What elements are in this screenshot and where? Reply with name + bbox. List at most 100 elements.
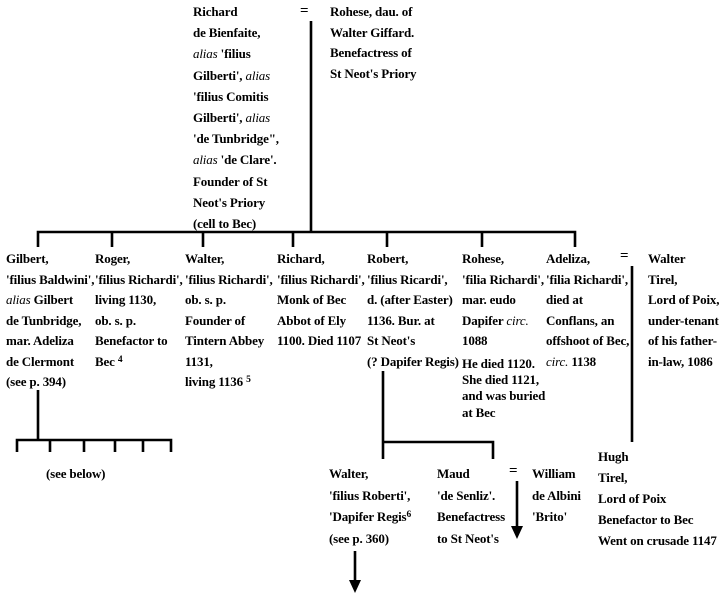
text-line: Neot's Priory: [193, 194, 266, 210]
text-line: at Bec: [462, 404, 496, 420]
text-line: ob. s. p.: [95, 312, 136, 328]
text-line: Rohese, dau. of: [330, 4, 413, 19]
text-line: Maud: [437, 466, 470, 481]
text-line: Richard: [193, 4, 238, 19]
marriage-symbol-top: =: [300, 3, 309, 19]
marriage-symbol-maud-william: =: [509, 463, 518, 479]
text-line: Tirel,: [598, 470, 628, 485]
text-line: Went on crusade 1147: [598, 533, 717, 548]
person-robert-fitzrichard: Robert, 'filius Ricardi', d. (after Easter…: [367, 249, 459, 372]
text-line: St Neot's: [367, 333, 416, 348]
text-line: 1131,: [185, 353, 213, 369]
text-line: St Neot's Priory: [330, 66, 417, 82]
label-see-below-text: (see below): [46, 466, 106, 481]
text-line: Gilberti', alias: [193, 110, 271, 126]
text-line: circ. 1138: [546, 353, 597, 369]
person-walter-fitzrichard: Walter, 'filius Richardi', ob. s. p. Founde…: [185, 249, 273, 393]
text-line: 'filia Richardi',: [462, 271, 544, 287]
connector-robert-descendants: [381, 371, 495, 459]
text-line: living 1136 5: [185, 374, 251, 389]
text-line: Benefactress of: [330, 45, 412, 61]
arrow-walter-fitzrobert-descent: [349, 551, 361, 593]
text-line: 'de Senliz'.: [437, 487, 496, 503]
text-line: de Tunbridge,: [6, 312, 82, 328]
text-line: She died 1121,: [462, 372, 540, 388]
text-line: Founder of: [185, 312, 246, 328]
text-line: de Clermont: [6, 353, 75, 369]
text-line: Bec 4: [95, 353, 123, 369]
text-line: in-law, 1086: [648, 353, 713, 369]
text-line: Gilbert,: [6, 251, 49, 266]
text-line: died at: [546, 292, 583, 307]
text-line: 'filius Richardi',: [185, 271, 273, 287]
text-line: d. (after Easter): [367, 292, 453, 307]
connector-gilbert-descendants: [15, 390, 173, 452]
person-william-de-albini: William de Albini 'Brito': [532, 463, 581, 528]
text-line: Tintern Abbey: [185, 333, 265, 348]
text-line: (cell to Bec): [193, 216, 257, 232]
text-line: 'filia Richardi',: [546, 271, 628, 287]
text-line: Walter Giffard.: [330, 24, 415, 40]
text-line: Walter,: [329, 466, 369, 481]
text-line: mar. Adeliza: [6, 333, 74, 348]
text-line: Rohese,: [462, 251, 504, 266]
text-line: Walter: [648, 251, 686, 266]
text-line: de Bienfaite,: [193, 25, 261, 41]
person-adeliza-fitzrichard: Adeliza, 'filia Richardi', died at Conflans…: [546, 249, 629, 372]
text-line: Hugh: [598, 449, 629, 464]
text-line: 'filius Richardi',: [277, 271, 365, 287]
person-rohese-giffard: Rohese, dau. of Walter Giffard. Benefactre…: [330, 2, 417, 85]
text-line: Benefactress: [437, 509, 505, 525]
text-line: Lord of Poix: [598, 491, 667, 506]
text-line: 1136. Bur. at: [367, 312, 435, 328]
text-line: Benefactor to: [95, 333, 168, 348]
label-see-below: (see below): [46, 465, 106, 483]
text-line: 'filius Roberti',: [329, 487, 411, 503]
text-line: 1088: [462, 333, 488, 348]
arrow-maud-william-descent: [511, 481, 523, 539]
text-line: (see p. 394): [6, 374, 66, 389]
marriage-symbol-adeliza-tirel: =: [620, 248, 629, 264]
text-line: Lord of Poix,: [648, 292, 720, 307]
text-line: Adeliza,: [546, 251, 590, 266]
text-line: 'filius Ricardi',: [367, 271, 448, 287]
text-line: under-tenant: [648, 312, 719, 328]
text-line: ob. s. p.: [185, 292, 226, 307]
text-line: alias Gilbert: [6, 292, 74, 307]
text-line: Founder of St: [193, 173, 268, 189]
text-line: Walter,: [185, 251, 225, 266]
text-line: to St Neot's: [437, 531, 499, 547]
text-line: of his father-: [648, 333, 717, 348]
text-line: 'Brito': [532, 509, 568, 525]
text-line: Conflans, an: [546, 312, 615, 328]
text-line: Abbot of Ely: [277, 312, 346, 328]
text-line: 'de Tunbridge",: [193, 131, 279, 147]
text-line: Robert,: [367, 251, 409, 266]
text-line: William: [532, 466, 576, 481]
text-line: de Albini: [532, 487, 581, 503]
text-line: mar. eudo: [462, 292, 516, 307]
person-walter-fitzrobert: Walter,'filius Roberti','Dapifer Regis6(…: [329, 463, 411, 550]
text-line: 'filius Comitis: [193, 88, 269, 104]
text-line: alias 'de Clare'.: [193, 152, 277, 168]
text-line: 1100. Died 1107: [277, 333, 362, 348]
person-maud-de-senliz: Maud 'de Senliz'. Benefactress to St Neot's: [437, 463, 505, 550]
text-line: and was buried: [462, 388, 546, 404]
text-line: He died 1120.: [462, 356, 535, 371]
text-line: offshoot of Bec,: [546, 333, 630, 348]
text-line: Gilberti', alias: [193, 67, 271, 83]
text-line: Roger,: [95, 251, 131, 266]
text-line: Monk of Bec: [277, 292, 347, 307]
text-line: living 1130,: [95, 292, 157, 307]
person-roger-fitzrichard: Roger,'filius Richardi',living 1130,ob. …: [95, 249, 183, 372]
connector-sibling-bar: [36, 230, 577, 247]
text-line: 'Dapifer Regis6: [329, 509, 412, 525]
